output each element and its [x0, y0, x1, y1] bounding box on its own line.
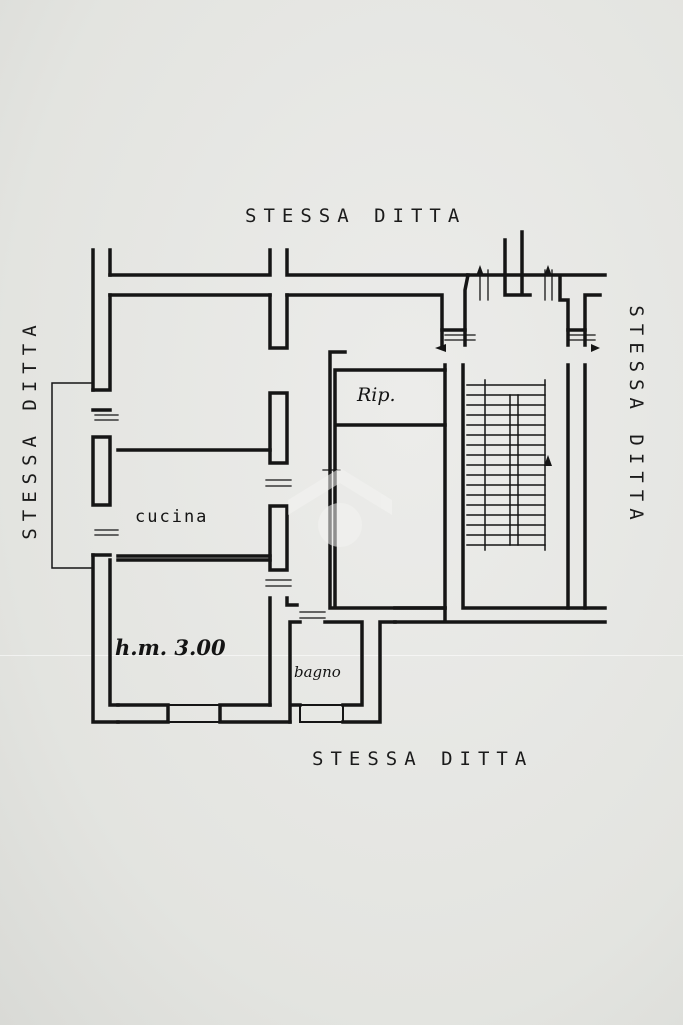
door-marks: [94, 269, 596, 619]
bathroom-walls: [288, 620, 397, 724]
room-label-bathroom: bagno: [294, 663, 341, 681]
watermark-logo: [288, 468, 392, 547]
south-wall-left: [116, 703, 292, 724]
height-note: h.m. 3.00: [115, 635, 226, 660]
stair-west-wall: [443, 363, 607, 610]
west-wall-inner: [91, 293, 112, 557]
south-corridor-wall: [393, 606, 607, 624]
paper-fold-line: [0, 655, 683, 656]
north-wall: [108, 248, 471, 332]
stair-east-wall: [566, 363, 587, 610]
central-pier-1: [268, 391, 289, 465]
central-wall-low: [268, 596, 299, 707]
label-left: STESSA DITTA: [19, 318, 41, 540]
west-pier: [91, 435, 112, 507]
room-label-kitchen: cucina: [135, 507, 209, 527]
label-top: STESSA DITTA: [245, 205, 467, 227]
label-bottom: STESSA DITTA: [312, 748, 534, 770]
east-parapet: [440, 328, 587, 347]
south-window: [167, 704, 221, 723]
central-wall: [268, 293, 289, 350]
room-label-storage: Rip.: [357, 384, 396, 406]
direction-arrows: [435, 265, 600, 466]
partition-upper: [116, 448, 272, 562]
stair-treads: [466, 379, 546, 551]
north-east-wall: [466, 230, 607, 332]
balcony-bracket: [51, 382, 94, 569]
bathroom-window: [299, 704, 344, 723]
label-right: STESSA DITTA: [625, 305, 647, 527]
west-wall: [91, 248, 120, 724]
middle-block: [328, 350, 447, 610]
central-pier-2: [268, 504, 289, 572]
